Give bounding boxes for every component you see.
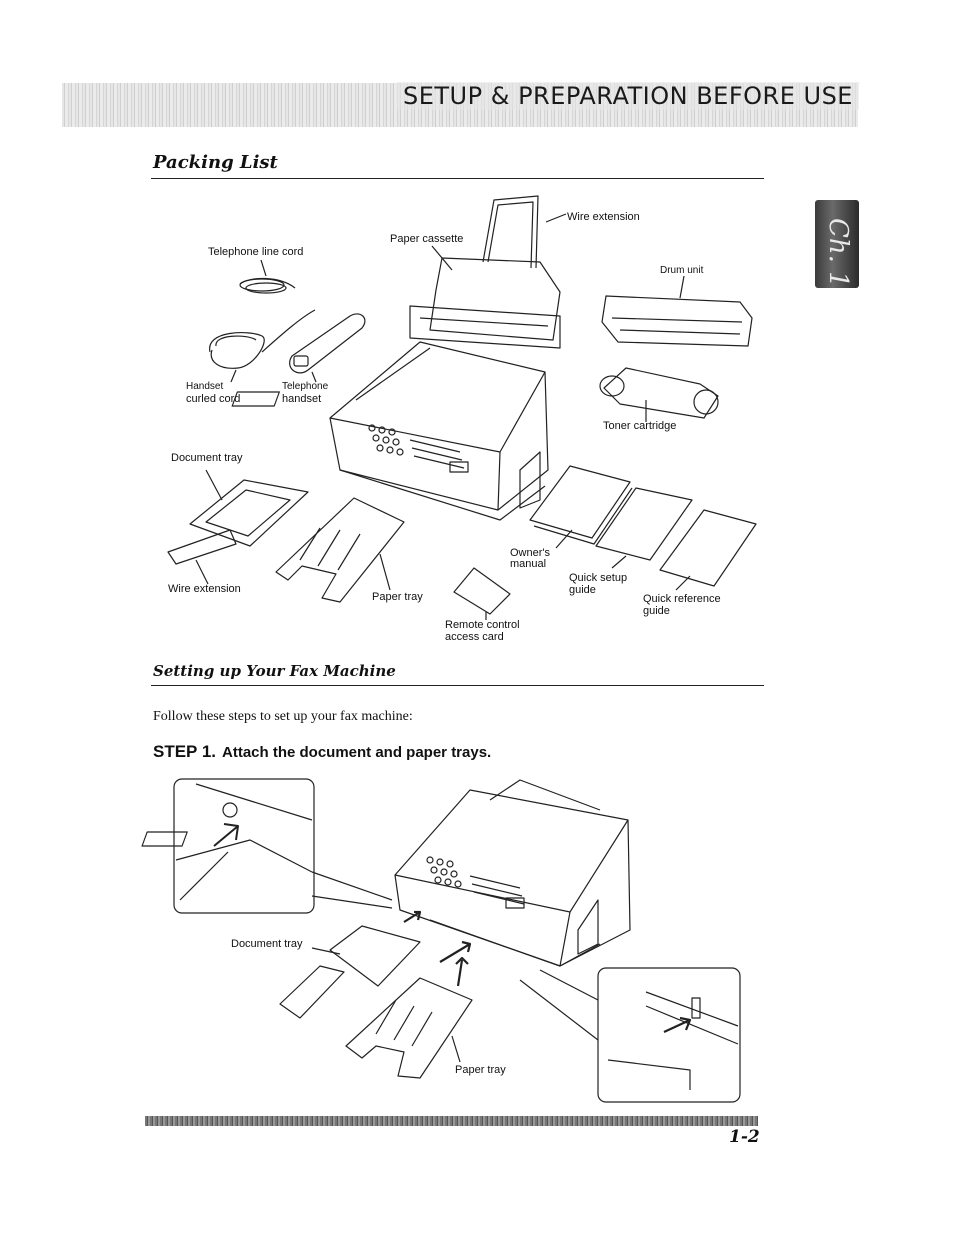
- label-handset-line1: Handset: [186, 381, 224, 392]
- step-text: Attach the document and paper trays.: [222, 744, 492, 761]
- curled-cord-illustration: [209, 309, 316, 383]
- setup-rule: [151, 685, 764, 686]
- telephone-handset-illustration: [289, 313, 366, 383]
- label-toner-cartridge: Toner cartridge: [603, 420, 677, 432]
- paper-cassette-illustration: [409, 245, 561, 349]
- inset-left-illustration: [173, 778, 393, 914]
- label-curled-cord: curled cord: [186, 393, 241, 405]
- packing-list-rule: [151, 178, 764, 179]
- label-wire-extension-top: Wire extension: [567, 211, 640, 223]
- step-label-document-tray: Document tray: [231, 938, 303, 950]
- label-quick-setup: Quick setup: [569, 572, 628, 584]
- label-owners-manual: manual: [510, 558, 547, 570]
- owners-manual-illustration: [529, 465, 633, 549]
- drum-unit-illustration: [601, 275, 753, 347]
- step-label-paper-tray: Paper tray: [455, 1064, 506, 1076]
- label-telephone-handset: handset: [282, 393, 322, 405]
- label-document-tray: Document tray: [171, 452, 243, 464]
- quick-reference-guide-illustration: [659, 509, 757, 591]
- page-number: 1-2: [729, 1127, 760, 1147]
- wire-extension-top-illustration: [482, 195, 567, 269]
- quick-setup-guide-illustration: [595, 487, 693, 569]
- setup-intro: Follow these steps to set up your fax ma…: [153, 709, 413, 724]
- label-paper-cassette: Paper cassette: [390, 233, 464, 245]
- telephone-line-cord-illustration: [239, 259, 296, 294]
- label-telephone-line-cord: Telephone line cord: [208, 246, 304, 258]
- packing-list-heading: Packing List: [153, 152, 278, 173]
- setup-heading: Setting up Your Fax Machine: [153, 662, 396, 680]
- fax-machine-illustration: [231, 341, 549, 521]
- label-wire-extension-bottom: Wire extension: [168, 583, 241, 595]
- remote-control-card-illustration: [453, 567, 511, 620]
- step-1-heading: STEP 1. Attach the document and paper tra…: [153, 742, 491, 762]
- label-paper-tray: Paper tray: [372, 591, 423, 603]
- footer-bar: [145, 1116, 758, 1126]
- label-owners-line1: Owner's: [510, 547, 550, 559]
- step-document-tray-illustration: [279, 910, 422, 1019]
- label-drum-unit: Drum unit: [660, 265, 704, 276]
- toner-cartridge-illustration: [599, 367, 719, 422]
- label-remote-control: Remote control: [445, 619, 520, 631]
- step-paper-tray-illustration: [345, 940, 473, 1079]
- chapter-tab: Ch. 1: [815, 200, 859, 288]
- label-quick-setup-guide: guide: [569, 584, 596, 596]
- label-quick-reference-guide: guide: [643, 605, 670, 617]
- paper-tray-illustration: [275, 497, 405, 603]
- document-tray-illustration: [167, 469, 309, 585]
- label-telephone-line1: Telephone: [282, 381, 329, 392]
- step-number: STEP 1.: [153, 742, 216, 761]
- label-quick-reference: Quick reference: [643, 593, 721, 605]
- inset-right-illustration: [519, 967, 741, 1103]
- step-fax-machine-illustration: [141, 779, 631, 967]
- packing-list-illustration: [167, 195, 757, 620]
- label-access-card: access card: [445, 631, 504, 643]
- page-title: SETUP & PREPARATION BEFORE USE: [397, 82, 859, 110]
